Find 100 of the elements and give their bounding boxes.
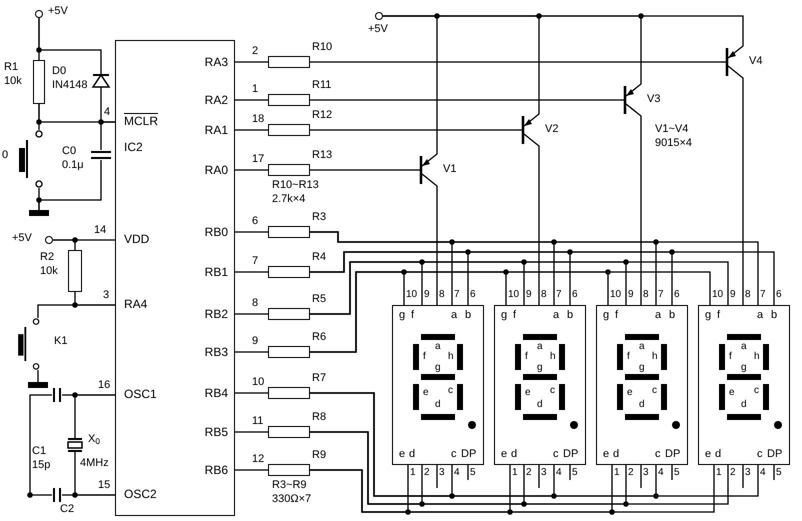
component-label: 0 bbox=[2, 150, 8, 161]
component-label: V2 bbox=[545, 124, 558, 135]
wire bbox=[310, 465, 715, 513]
wire bbox=[310, 271, 711, 353]
pin-name: RA4 bbox=[124, 298, 148, 310]
resistor-symbol bbox=[268, 124, 310, 136]
pin-number: 7 bbox=[556, 290, 562, 300]
wire bbox=[310, 431, 729, 505]
wire bbox=[436, 192, 438, 305]
pin-number: 5 bbox=[776, 468, 782, 478]
component-label: 15p bbox=[32, 460, 50, 471]
component-label: R4 bbox=[312, 252, 326, 263]
segment-letter: d bbox=[741, 400, 747, 410]
led-display bbox=[392, 305, 484, 465]
segment-letter: f bbox=[423, 352, 426, 362]
pin-number: 1 bbox=[252, 84, 258, 95]
pin-number: 4 bbox=[556, 468, 562, 478]
component-label: IN4148 bbox=[52, 80, 88, 91]
wire bbox=[38, 104, 40, 130]
component-label: R1 bbox=[4, 62, 18, 73]
pin-label: d bbox=[409, 449, 416, 460]
segment-letter: a bbox=[639, 342, 645, 352]
wire bbox=[742, 84, 744, 305]
pin-label: f bbox=[411, 310, 414, 321]
component-label: C1 bbox=[32, 446, 46, 457]
wire bbox=[310, 231, 759, 305]
pin-name: RA2 bbox=[204, 94, 228, 106]
pin-number: 10 bbox=[252, 377, 264, 388]
segment-letter: a bbox=[435, 342, 441, 352]
component-note: V1~V4 bbox=[655, 124, 688, 135]
resistor-symbol bbox=[268, 346, 310, 358]
pin-label: a bbox=[553, 310, 560, 321]
wire bbox=[38, 18, 102, 72]
resistor-symbol bbox=[268, 94, 310, 106]
wire bbox=[235, 271, 268, 273]
component-label: V1 bbox=[443, 164, 456, 175]
pin-number: 17 bbox=[252, 154, 264, 165]
segment-letter: g bbox=[639, 363, 645, 373]
pin-name: RB5 bbox=[204, 426, 228, 438]
pin-number: 15 bbox=[98, 480, 110, 491]
pin-label: e bbox=[603, 449, 610, 460]
pin-number: 1 bbox=[614, 468, 620, 478]
pin-number: 5 bbox=[674, 468, 680, 478]
pin-name: IC2 bbox=[124, 141, 143, 153]
wire bbox=[37, 304, 115, 318]
component-label: 10k bbox=[40, 266, 58, 277]
pin-number: 2 bbox=[628, 468, 634, 478]
component-label: R12 bbox=[312, 110, 332, 121]
pin-label: DP bbox=[461, 449, 476, 460]
pin-number: 4 bbox=[104, 107, 110, 118]
pin-label: d bbox=[613, 449, 620, 460]
wire bbox=[62, 494, 115, 496]
wire bbox=[538, 152, 540, 305]
component-label: C0 bbox=[62, 146, 76, 157]
component-label: V3 bbox=[647, 94, 660, 105]
pin-number: 8 bbox=[252, 298, 258, 309]
segment-letter: e bbox=[729, 388, 735, 398]
resistor-symbol bbox=[268, 164, 310, 176]
pin-number: 3 bbox=[745, 468, 751, 478]
pin-number: 10 bbox=[610, 290, 622, 300]
wire bbox=[29, 394, 52, 496]
pin-number: 7 bbox=[760, 290, 766, 300]
wire bbox=[235, 313, 268, 315]
component-label: R3 bbox=[312, 212, 326, 223]
pin-name: RA3 bbox=[204, 56, 228, 68]
pin-number: 6 bbox=[674, 290, 680, 300]
pin-label: f bbox=[717, 310, 720, 321]
pin-number: 8 bbox=[643, 290, 649, 300]
transistor-symbol bbox=[517, 108, 541, 152]
pin-number: 1 bbox=[716, 468, 722, 478]
pin-name: VDD bbox=[124, 233, 150, 245]
pin-label: g bbox=[603, 310, 610, 321]
ground-symbol bbox=[28, 382, 48, 388]
pin-label: d bbox=[511, 449, 518, 460]
resistor-symbol bbox=[33, 60, 45, 104]
pin-label: a bbox=[655, 310, 662, 321]
wire bbox=[310, 169, 415, 171]
pin-label: e bbox=[399, 449, 406, 460]
wire bbox=[74, 394, 115, 435]
component-label: +5V bbox=[48, 6, 68, 17]
pin-label: g bbox=[705, 310, 712, 321]
component-label: 0.1μ bbox=[62, 160, 84, 171]
pin-number: 7 bbox=[658, 290, 664, 300]
component-label: 4MHz bbox=[80, 458, 109, 469]
component-label: X$_{0}$ bbox=[88, 434, 100, 445]
wire bbox=[310, 261, 729, 315]
wire bbox=[235, 61, 268, 63]
pin-number: 6 bbox=[252, 216, 258, 227]
wire bbox=[235, 129, 268, 131]
segment-letter: g bbox=[537, 363, 543, 373]
capacitor-symbol bbox=[91, 150, 111, 160]
pin-number: 3 bbox=[439, 468, 445, 478]
pin-number: 3 bbox=[103, 290, 110, 301]
pin-name: OSC1 bbox=[124, 388, 157, 400]
resistor-symbol bbox=[68, 250, 82, 292]
wire bbox=[383, 15, 744, 40]
pin-name: RB4 bbox=[204, 387, 228, 399]
wire bbox=[100, 121, 115, 150]
led-display bbox=[494, 305, 586, 465]
wire bbox=[640, 122, 642, 305]
